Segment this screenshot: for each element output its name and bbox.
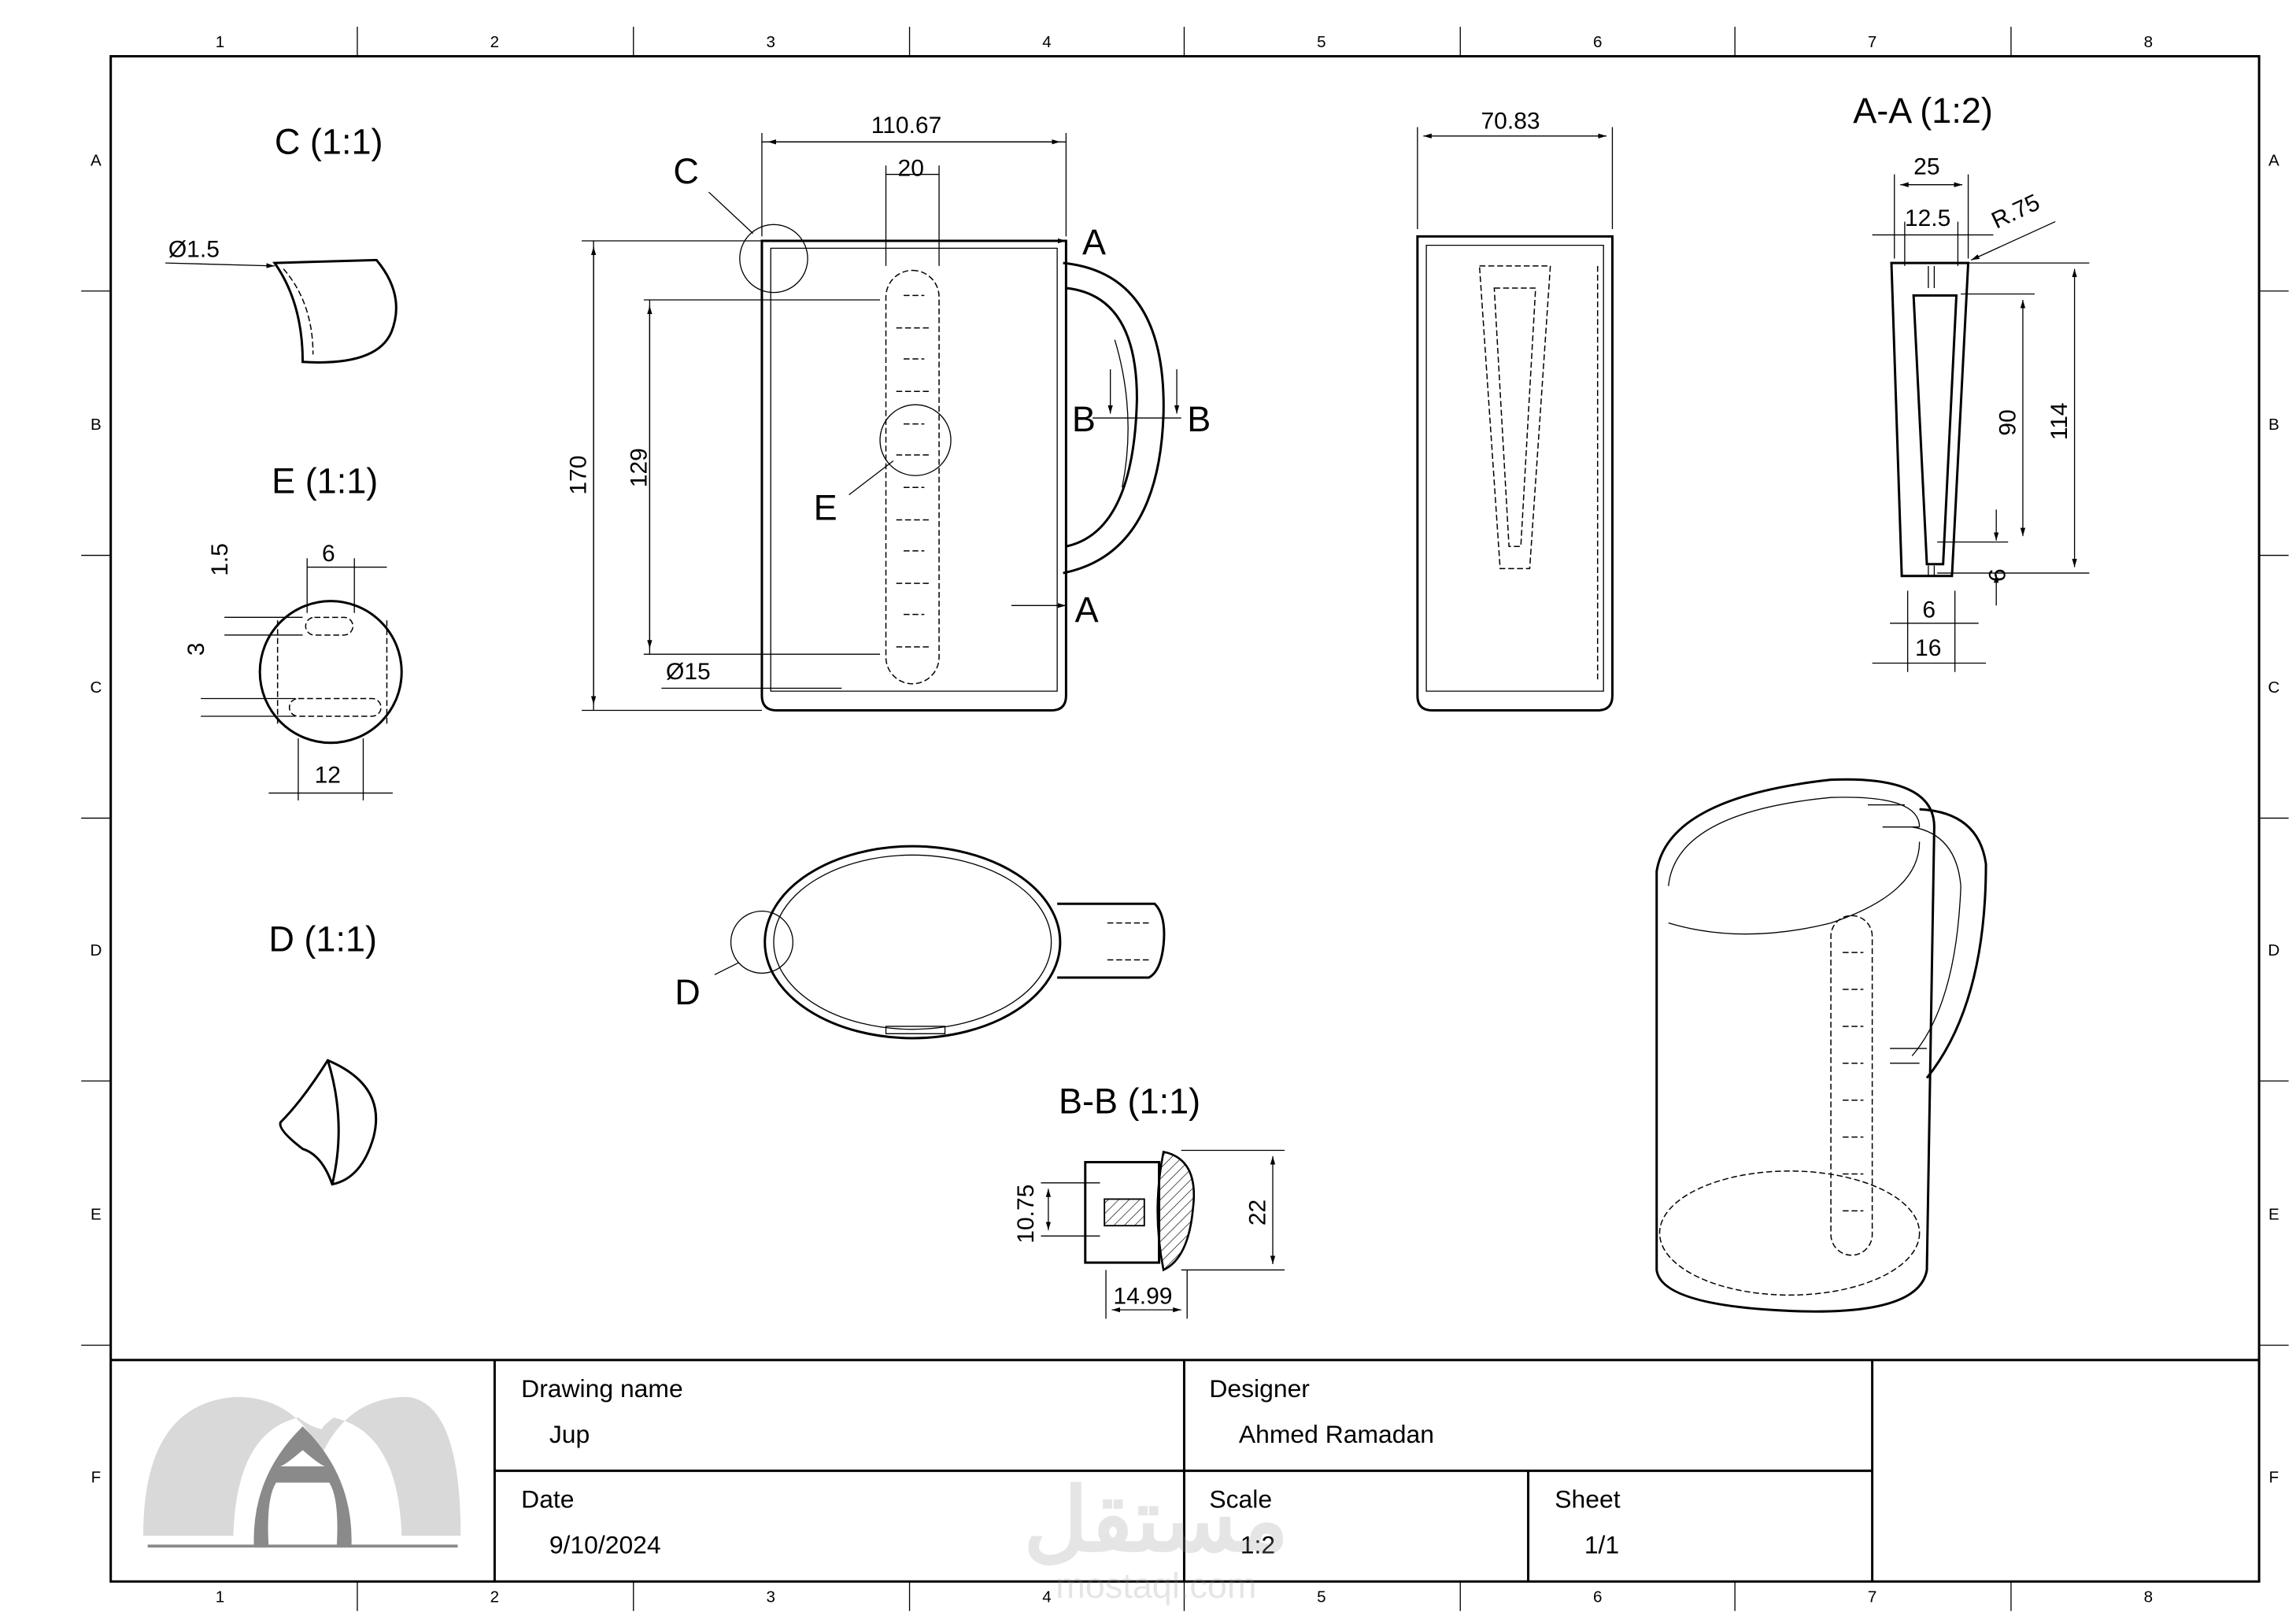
section-a-marker-top: A <box>1082 222 1106 262</box>
sheet-label: Sheet <box>1555 1484 1620 1513</box>
aa-dim-radius: R.75 <box>1987 190 2043 235</box>
side-view: 70.83 <box>1416 108 1614 712</box>
section-bb-title: B-B (1:1) <box>1059 1081 1200 1122</box>
detail-view-d: D (1:1) <box>268 919 378 1186</box>
detail-c-title: C (1:1) <box>275 121 383 161</box>
zone-row-f-right: F <box>2269 1469 2279 1487</box>
section-b-marker-left: B <box>1072 399 1096 439</box>
isometric-view <box>1655 778 1987 1313</box>
watermark-arabic: مستقل <box>1023 1470 1288 1569</box>
zone-col-8: 8 <box>2144 33 2153 51</box>
date-value: 9/10/2024 <box>549 1531 661 1559</box>
zone-labels: 1 2 3 4 5 6 7 8 1 2 3 4 5 6 7 8 A B C D … <box>90 33 2279 1606</box>
section-b-marker-right: B <box>1187 399 1211 439</box>
zone-col-1-bottom: 1 <box>216 1588 224 1606</box>
detail-c-callout: C <box>673 151 699 191</box>
detail-d-title: D (1:1) <box>268 919 377 959</box>
zone-col-7-bottom: 7 <box>1868 1588 1876 1606</box>
designer-label: Designer <box>1209 1374 1310 1403</box>
top-view: D <box>675 845 1166 1040</box>
zone-col-3: 3 <box>766 33 775 51</box>
date-label: Date <box>521 1484 574 1513</box>
front-view: 110.67 20 170 129 Ø15 C E A A B B <box>566 113 1211 712</box>
bb-dim-10-75: 10.75 <box>1013 1185 1039 1244</box>
detail-view-c: C (1:1) Ø1.5 <box>165 121 397 364</box>
detail-e-dim-6: 6 <box>322 541 335 567</box>
section-a-marker-bottom: A <box>1075 590 1099 630</box>
front-dim-129: 129 <box>627 448 653 487</box>
zone-row-c: C <box>90 678 102 697</box>
zone-col-5-bottom: 5 <box>1317 1588 1325 1606</box>
detail-c-dim: Ø1.5 <box>168 237 220 263</box>
zone-col-4-bottom: 4 <box>1042 1588 1051 1606</box>
zone-row-e: E <box>91 1206 102 1224</box>
company-logo <box>142 1396 461 1548</box>
zone-col-4: 4 <box>1042 33 1051 51</box>
side-dim-width: 70.83 <box>1481 108 1540 134</box>
front-dim-width: 110.67 <box>871 113 942 139</box>
section-view-a-a: A-A (1:2) 25 12.5 R.75 90 114 9 6 16 <box>1853 91 2090 672</box>
aa-dim-16: 16 <box>1915 635 1941 661</box>
drawing-name-label: Drawing name <box>521 1374 683 1403</box>
section-view-b-b: B-B (1:1) 10.75 22 14.99 <box>1013 1081 1285 1319</box>
detail-e-dim-12: 12 <box>315 762 341 788</box>
front-dim-20: 20 <box>898 155 924 181</box>
detail-view-e: E (1:1) 6 1.5 3 12 <box>183 461 403 800</box>
zone-row-a: A <box>91 151 102 169</box>
detail-e-title: E (1:1) <box>272 461 378 501</box>
scale-label: Scale <box>1209 1484 1272 1513</box>
zone-col-7: 7 <box>1868 33 1876 51</box>
detail-e-callout: E <box>814 488 837 528</box>
zone-row-d: D <box>90 941 102 959</box>
bb-dim-22: 22 <box>1245 1200 1271 1226</box>
aa-dim-9: 9 <box>1984 568 2009 582</box>
watermark-latin: mostaql.com <box>1056 1566 1256 1606</box>
zone-col-5: 5 <box>1317 33 1325 51</box>
front-dim-dia15: Ø15 <box>666 659 711 685</box>
zone-row-d-right: D <box>2268 941 2279 959</box>
aa-dim-114: 114 <box>2046 402 2072 440</box>
detail-e-dim-1-5: 1.5 <box>207 543 233 576</box>
zone-col-2-bottom: 2 <box>490 1588 499 1606</box>
drawing-name-value: Jup <box>549 1420 590 1448</box>
zone-col-6-bottom: 6 <box>1593 1588 1602 1606</box>
title-block: Drawing name Jup Designer Ahmed Ramadan … <box>110 1359 2260 1582</box>
zone-col-1: 1 <box>216 33 224 51</box>
zone-col-2: 2 <box>490 33 499 51</box>
zone-row-f: F <box>91 1469 102 1487</box>
zone-row-c-right: C <box>2268 678 2279 697</box>
zone-col-3-bottom: 3 <box>766 1588 775 1606</box>
front-dim-height: 170 <box>566 456 592 495</box>
aa-dim-90: 90 <box>1995 409 2021 435</box>
detail-d-callout: D <box>675 972 701 1012</box>
zone-row-e-right: E <box>2268 1206 2279 1224</box>
scale-value: 1:2 <box>1240 1531 1275 1559</box>
zone-col-8-bottom: 8 <box>2144 1588 2153 1606</box>
bb-dim-14-99: 14.99 <box>1113 1284 1172 1310</box>
zone-row-a-right: A <box>2268 151 2279 169</box>
zone-row-b-right: B <box>2268 416 2279 434</box>
designer-value: Ahmed Ramadan <box>1239 1420 1434 1448</box>
aa-dim-6: 6 <box>1922 597 1936 623</box>
sheet-value: 1/1 <box>1584 1531 1619 1559</box>
aa-dim-12-5: 12.5 <box>1905 205 1950 231</box>
aa-dim-25: 25 <box>1913 154 1939 180</box>
zone-row-b: B <box>91 416 102 434</box>
watermark: مستقل mostaql.com <box>1023 1470 1288 1606</box>
detail-e-dim-3: 3 <box>183 642 209 656</box>
section-aa-title: A-A (1:2) <box>1853 91 1993 131</box>
zone-col-6: 6 <box>1593 33 1602 51</box>
